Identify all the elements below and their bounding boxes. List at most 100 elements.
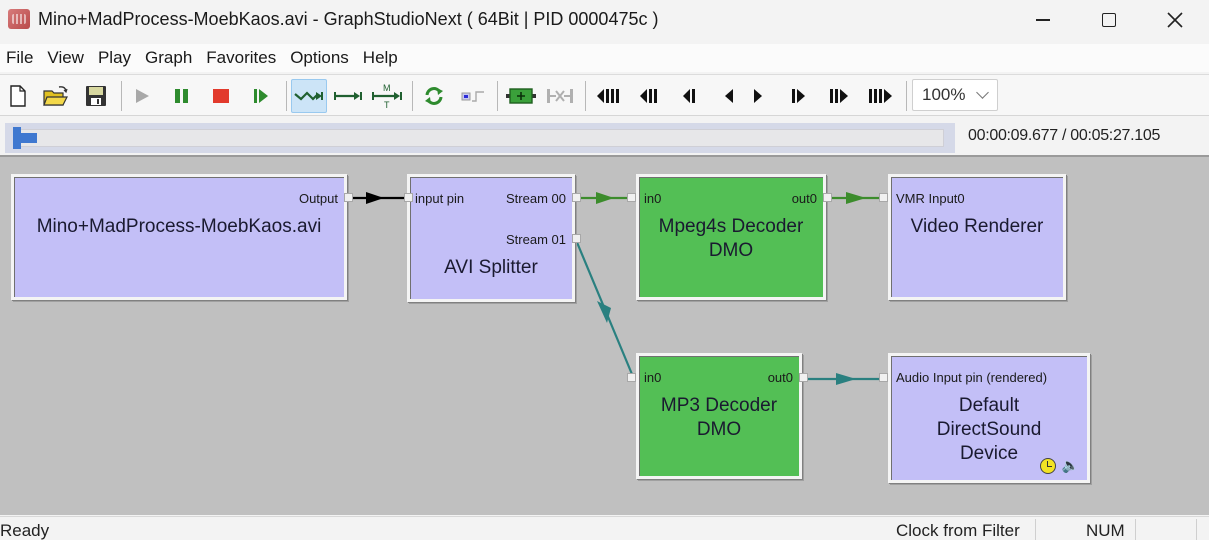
seek-fwd-large-icon <box>830 89 848 103</box>
filter-name-line1: MP3 Decoder <box>660 395 778 416</box>
link-splitter-to-mp3[interactable] <box>574 239 636 380</box>
seek-back-icon <box>683 89 695 103</box>
pin-splitter-stream-00[interactable] <box>572 193 581 202</box>
seek-start-button[interactable] <box>591 79 627 113</box>
properties-button[interactable] <box>455 79 491 113</box>
filter-name-line2: DMO <box>696 419 742 440</box>
status-clock: Clock from Filter <box>896 521 1020 540</box>
pin-label-in0: in0 <box>644 191 662 206</box>
filter-default-directsound-device[interactable]: Audio Input pin (rendered) Default Direc… <box>888 353 1090 483</box>
seek-fwd-icon <box>792 89 805 103</box>
pin-video-input0[interactable] <box>879 193 888 202</box>
filter-name-line1: Default <box>958 395 1020 416</box>
filter-mp3-decoder-dmo[interactable]: in0 out0 MP3 Decoder DMO <box>636 353 802 479</box>
window-title: Mino+MadProcess-MoebKaos.avi - GraphStud… <box>38 9 659 29</box>
connect-mode-button[interactable] <box>291 79 327 113</box>
filter-video-renderer[interactable]: VMR Input0 Video Renderer <box>888 174 1066 300</box>
close-button[interactable] <box>1140 0 1209 40</box>
menu-favorites[interactable]: Favorites <box>206 48 277 67</box>
filter-name-line3: Device <box>959 443 1019 464</box>
seek-row: 00:00:09.677 / 00:05:27.105 <box>0 117 1209 155</box>
pin-audio-input[interactable] <box>879 373 888 382</box>
filter-source[interactable]: Output Mino+MadProcess-MoebKaos.avi <box>11 174 347 300</box>
seek-back-large-button[interactable] <box>632 79 668 113</box>
save-disk-icon <box>86 86 106 106</box>
link-mpeg4-to-video-renderer[interactable] <box>829 192 886 204</box>
zoom-level-select[interactable]: 100% <box>912 79 998 111</box>
maximize-button[interactable] <box>1074 0 1144 40</box>
toolbar-separator <box>286 81 287 111</box>
stop-icon <box>213 89 229 103</box>
pin-source-output[interactable] <box>344 193 353 202</box>
filter-name-line1: Mpeg4s Decoder <box>658 216 804 237</box>
pin-mp3-out0[interactable] <box>799 373 808 382</box>
link-mp3-to-audio-renderer[interactable] <box>808 373 886 385</box>
save-button[interactable] <box>78 79 114 113</box>
seek-fwd-large-button[interactable] <box>821 79 857 113</box>
svg-text:T: T <box>384 100 390 109</box>
pin-mpeg4-out0[interactable] <box>823 193 832 202</box>
open-button[interactable] <box>38 79 74 113</box>
menu-file[interactable]: File <box>6 48 34 67</box>
play-button[interactable] <box>124 79 160 113</box>
seek-back-small-icon <box>725 89 733 103</box>
step-frame-icon <box>254 89 268 103</box>
direct-connect-button[interactable] <box>330 79 366 113</box>
chevron-down-icon <box>976 86 989 99</box>
menu-options[interactable]: Options <box>290 48 349 67</box>
pin-mpeg4-in0[interactable] <box>627 193 636 202</box>
zoom-level-value: 100% <box>922 85 966 104</box>
seek-slider-thumb[interactable] <box>13 127 21 149</box>
filter-name: Mino+MadProcess-MoebKaos.avi <box>36 216 322 237</box>
new-document-icon <box>10 85 26 107</box>
mt-connect-icon: MT <box>372 83 402 109</box>
speaker-icon: 🔈 <box>1061 457 1079 473</box>
seek-fwd-button[interactable] <box>780 79 816 113</box>
title-bar: Mino+MadProcess-MoebKaos.avi - GraphStud… <box>0 0 1209 40</box>
refresh-button[interactable] <box>416 79 452 113</box>
toolbar-separator <box>497 81 498 111</box>
disconnect-button[interactable] <box>542 79 578 113</box>
filter-name: Video Renderer <box>910 216 1044 237</box>
menu-play[interactable]: Play <box>97 48 132 67</box>
stop-button[interactable] <box>203 79 239 113</box>
new-button[interactable] <box>0 79 36 113</box>
menu-help[interactable]: Help <box>362 48 398 67</box>
minimize-button[interactable] <box>1008 0 1078 40</box>
menu-view[interactable]: View <box>47 48 84 67</box>
pin-label-in0: in0 <box>644 370 662 385</box>
filter-badges: 🔈 <box>1039 457 1079 474</box>
maximize-icon <box>1102 13 1116 27</box>
seek-back-small-button[interactable] <box>711 79 747 113</box>
status-separator <box>1035 519 1036 540</box>
filter-mpeg4s-decoder-dmo[interactable]: in0 out0 Mpeg4s Decoder DMO <box>636 174 826 300</box>
pin-splitter-input[interactable] <box>404 193 413 202</box>
link-splitter-to-mpeg4[interactable] <box>580 192 634 204</box>
pin-mp3-in0[interactable] <box>627 373 636 382</box>
menu-graph[interactable]: Graph <box>145 48 193 67</box>
disconnect-icon <box>547 89 573 103</box>
seek-slider-thumb-tab <box>21 133 37 143</box>
status-separator <box>1135 519 1136 540</box>
frame-step-button[interactable] <box>243 79 279 113</box>
seek-end-button[interactable] <box>862 79 898 113</box>
graph-canvas[interactable]: Output Mino+MadProcess-MoebKaos.avi inpu… <box>0 155 1209 515</box>
pin-label-vmr-input0: VMR Input0 <box>896 191 965 206</box>
toolbar-separator <box>412 81 413 111</box>
refresh-icon <box>425 87 443 105</box>
pin-label-output: Output <box>298 191 338 206</box>
pin-splitter-stream-01[interactable] <box>572 234 581 243</box>
pause-button[interactable] <box>164 79 200 113</box>
insert-filter-button[interactable] <box>503 79 539 113</box>
clock-icon <box>1039 457 1056 474</box>
link-source-to-splitter[interactable] <box>352 192 410 204</box>
filter-avi-splitter[interactable]: input pin Stream 00 Stream 01 AVI Splitt… <box>407 174 575 302</box>
seek-back-button[interactable] <box>672 79 708 113</box>
seek-slider[interactable] <box>5 123 955 153</box>
seek-back-large-icon <box>640 89 657 103</box>
seek-fwd-small-button[interactable] <box>740 79 776 113</box>
pin-label-out0: out0 <box>767 370 793 385</box>
status-text: Ready <box>0 521 50 540</box>
toolbar-separator <box>906 81 907 111</box>
